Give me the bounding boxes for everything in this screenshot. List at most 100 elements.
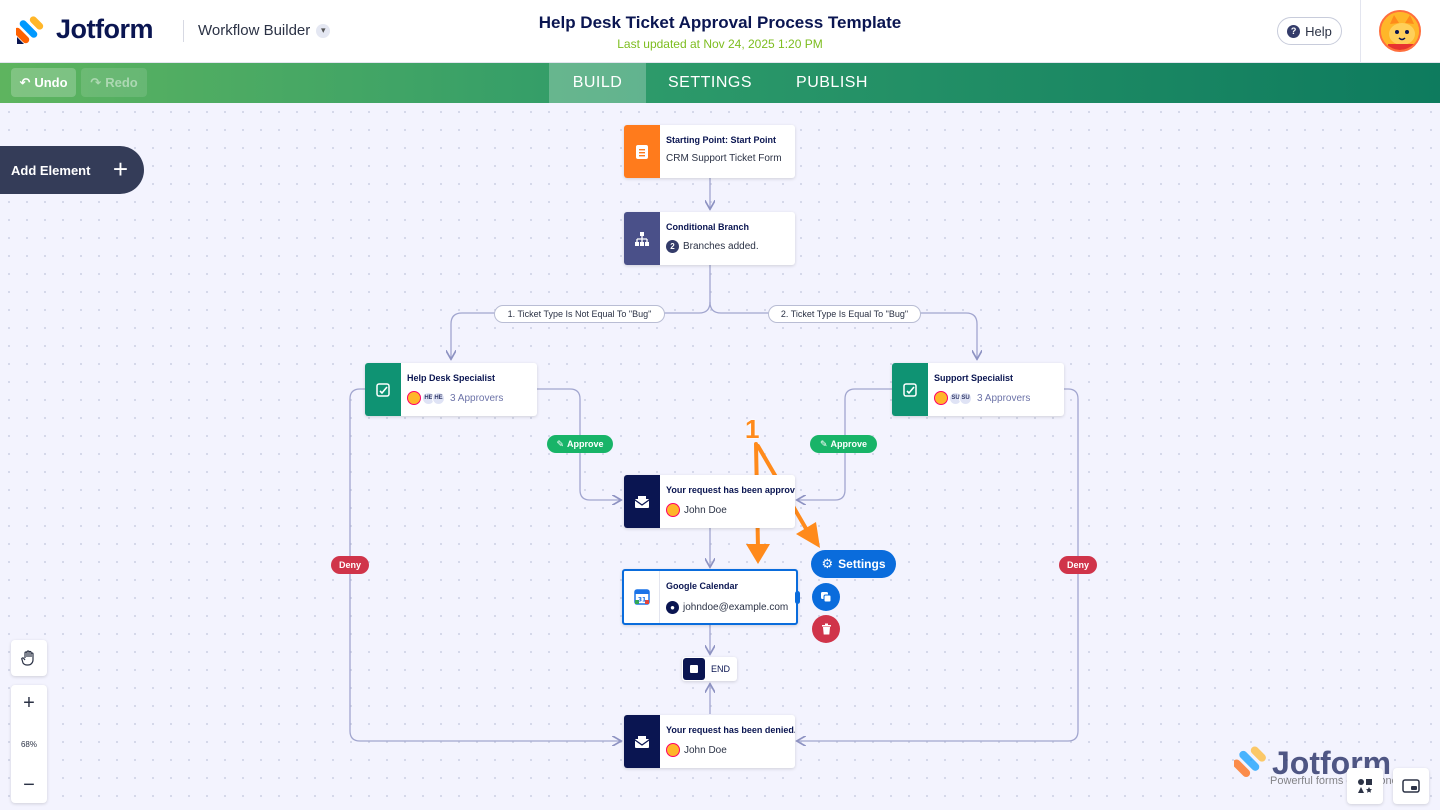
approve-label-left[interactable]: ✎ Approve — [547, 435, 613, 453]
shapes-icon — [1358, 779, 1372, 793]
zoom-out-button[interactable]: − — [23, 773, 35, 796]
builder-label: Workflow Builder — [198, 22, 311, 39]
approvers-row: SU SU 3 Approvers — [934, 391, 1058, 405]
recipient-row: John Doe — [666, 503, 789, 517]
approvers-count: 3 Approvers — [977, 392, 1031, 404]
user-avatar[interactable] — [1379, 10, 1421, 52]
node-title: Support Specialist — [934, 373, 1014, 383]
node-title: Conditional Branch — [666, 222, 749, 232]
tab-build[interactable]: BUILD — [549, 63, 646, 103]
jotform-watermark: Jotform Powerful forms get it done. — [1232, 745, 1401, 787]
gear-icon: ⚙ — [821, 556, 834, 571]
deny-label-right[interactable]: Deny — [1059, 556, 1097, 574]
condition-label-left[interactable]: 1. Ticket Type Is Not Equal To "Bug" — [494, 305, 665, 323]
node-subtitle: CRM Support Ticket Form — [666, 153, 782, 164]
help-button[interactable]: ? Help — [1277, 17, 1342, 45]
user-icon: ● — [666, 601, 679, 614]
condition-label-right[interactable]: 2. Ticket Type Is Equal To "Bug" — [768, 305, 921, 323]
approver-chip: HE — [432, 391, 445, 405]
node-conditional-branch[interactable]: Conditional Branch 2 Branches added. — [624, 212, 795, 265]
branch-count-badge: 2 — [666, 240, 679, 253]
add-element-label: Add Element — [11, 162, 91, 178]
minimap-icon — [1402, 779, 1420, 793]
page-title[interactable]: Help Desk Ticket Approval Process Templa… — [538, 13, 902, 32]
approve-icon: ✎ — [556, 438, 565, 449]
node-title: Your request has been approved. — [666, 485, 795, 495]
recipient-row: John Doe — [666, 743, 789, 757]
recipient-avatar — [666, 743, 680, 757]
approver-avatar — [407, 391, 421, 405]
node-start-point[interactable]: Starting Point: Start Point CRM Support … — [624, 125, 795, 178]
approvers-row: HE HE 3 Approvers — [407, 391, 531, 405]
connector-handle[interactable] — [795, 591, 800, 604]
pan-tool-button[interactable] — [11, 640, 47, 676]
cat-avatar-icon — [1381, 12, 1419, 50]
help-label: Help — [1305, 23, 1332, 39]
recipient-name: John Doe — [684, 504, 727, 516]
google-calendar-icon: 31 — [624, 571, 660, 623]
duplicate-icon — [821, 592, 832, 603]
deny-label-left[interactable]: Deny — [331, 556, 369, 574]
title-block: Help Desk Ticket Approval Process Templa… — [420, 13, 1020, 51]
chevron-down-icon: ▾ — [316, 23, 331, 38]
hand-icon — [11, 640, 47, 676]
minimap-button[interactable] — [1393, 768, 1429, 804]
undo-label: Undo — [34, 75, 68, 90]
end-label: END — [711, 664, 731, 674]
node-title: Your request has been denied. — [666, 725, 795, 735]
annotation-number: 1 — [745, 414, 760, 444]
node-help-desk-specialist[interactable]: Help Desk Specialist HE HE 3 Approvers — [365, 363, 537, 416]
recipient-name: John Doe — [684, 744, 727, 756]
node-denied-email[interactable]: Your request has been denied. John Doe — [624, 715, 795, 768]
zoom-level: 68% — [20, 739, 37, 749]
account-email: johndoe@example.com — [683, 602, 789, 613]
builder-toolbar: ↶ Undo ↷ Redo BUILD SETTINGS PUBLISH — [0, 63, 1440, 103]
add-element-button[interactable]: Add Element + — [0, 146, 144, 194]
redo-icon: ↷ — [90, 74, 102, 90]
jotform-watermark-icon — [1232, 746, 1266, 778]
help-icon: ? — [1287, 24, 1301, 38]
email-icon — [624, 475, 660, 528]
approver-avatar — [934, 391, 948, 405]
builder-switcher[interactable]: Workflow Builder ▾ — [198, 22, 331, 39]
header-divider — [183, 20, 184, 42]
zoom-in-button[interactable]: + — [23, 691, 35, 714]
zoom-controls: + 68% − — [11, 685, 47, 803]
node-subtitle-row: 2 Branches added. — [666, 240, 789, 253]
shapes-button[interactable] — [1347, 768, 1383, 804]
node-google-calendar[interactable]: 31 Google Calendar ● johndoe@example.com — [622, 569, 800, 625]
node-approved-email[interactable]: Your request has been approved. John Doe — [624, 475, 795, 528]
approver-chip: SU — [949, 391, 962, 405]
svg-text:31: 31 — [637, 597, 645, 604]
undo-button[interactable]: ↶ Undo — [11, 68, 76, 97]
delete-node-button[interactable] — [812, 615, 840, 643]
tab-settings[interactable]: SETTINGS — [667, 74, 752, 91]
node-subtitle: Branches added. — [683, 241, 759, 252]
jotform-logo[interactable]: Jotform — [13, 14, 154, 45]
approval-icon — [892, 363, 928, 416]
node-settings-button[interactable]: ⚙ Settings — [811, 550, 896, 578]
last-updated-text: Last updated at Nov 24, 2025 1:20 PM — [617, 37, 823, 51]
node-title: Help Desk Specialist — [407, 373, 496, 383]
redo-label: Redo — [105, 75, 138, 90]
header-divider-right — [1360, 0, 1361, 63]
node-end[interactable]: END — [682, 657, 737, 681]
branch-icon — [624, 212, 660, 265]
approve-icon: ✎ — [819, 438, 828, 449]
settings-label: Settings — [838, 557, 886, 571]
email-icon — [624, 715, 660, 768]
approve-text: Approve — [567, 439, 604, 449]
account-row: ● johndoe@example.com — [666, 601, 790, 614]
approve-text: Approve — [830, 439, 868, 449]
tab-publish[interactable]: PUBLISH — [796, 74, 868, 91]
form-icon — [624, 125, 660, 178]
stop-icon — [683, 658, 705, 680]
node-title: Starting Point: Start Point — [666, 135, 776, 145]
approve-label-right[interactable]: ✎ Approve — [810, 435, 877, 453]
node-support-specialist[interactable]: Support Specialist SU SU 3 Approvers — [892, 363, 1064, 416]
top-header: Jotform Workflow Builder ▾ Help Desk Tic… — [0, 0, 1440, 63]
approval-icon — [365, 363, 401, 416]
duplicate-node-button[interactable] — [812, 583, 840, 611]
redo-button[interactable]: ↷ Redo — [81, 68, 147, 97]
